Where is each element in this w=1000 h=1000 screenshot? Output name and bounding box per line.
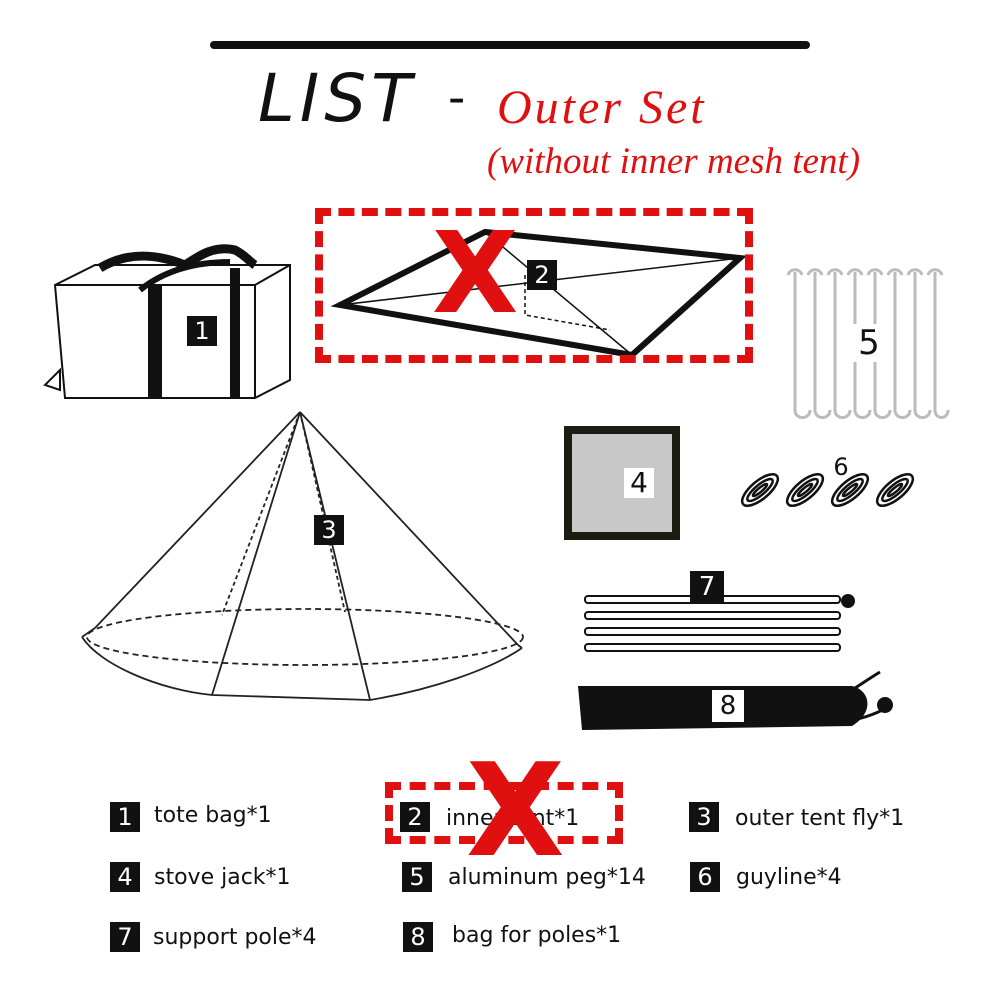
outer-tent-fly-icon (81, 411, 524, 701)
tote-bag-icon (43, 244, 291, 399)
legend-number: 2 (400, 802, 430, 832)
item-number-badge: 2 (527, 260, 557, 290)
legend-label: bag for poles*1 (452, 923, 622, 948)
legend-label: tote bag*1 (154, 803, 272, 828)
stove-jack-icon (564, 426, 680, 540)
legend-label: inner tent*1 (446, 806, 580, 831)
legend-label: guyline*4 (736, 865, 842, 890)
top-rule (210, 41, 810, 49)
excluded-legend-x: X (466, 737, 565, 886)
legend-number: 7 (110, 922, 140, 952)
guyline-icon (740, 473, 915, 507)
excluded-x-mark: X (432, 209, 519, 339)
legend-number: 3 (689, 802, 719, 832)
legend-label: aluminum peg*14 (448, 865, 646, 890)
legend-number: 4 (110, 862, 140, 892)
item-number-badge: 5 (850, 324, 888, 362)
item-number-badge: 4 (624, 468, 654, 498)
legend-number: 5 (402, 862, 432, 892)
item-number-badge: 7 (690, 571, 724, 603)
aluminum-peg-icon (786, 268, 950, 419)
legend-number: 6 (690, 862, 720, 892)
item-number-badge: 6 (833, 453, 849, 481)
page-subtitle: (without inner mesh tent) (487, 141, 861, 182)
item-number-badge: 3 (314, 515, 344, 545)
title-separator: - (448, 70, 466, 126)
excluded-legend-frame (385, 782, 623, 844)
page-title: LIST (258, 60, 417, 137)
legend-number: 1 (110, 802, 140, 832)
item-number-badge: 1 (187, 316, 217, 346)
legend-number: 8 (403, 922, 433, 952)
legend-label: support pole*4 (153, 925, 317, 950)
set-name: Outer Set (497, 81, 707, 134)
support-pole-icon (584, 594, 855, 652)
excluded-item-frame (315, 208, 753, 363)
legend-label: stove jack*1 (154, 865, 291, 890)
legend-label: outer tent fly*1 (735, 806, 905, 831)
item-number-badge: 8 (712, 690, 744, 722)
